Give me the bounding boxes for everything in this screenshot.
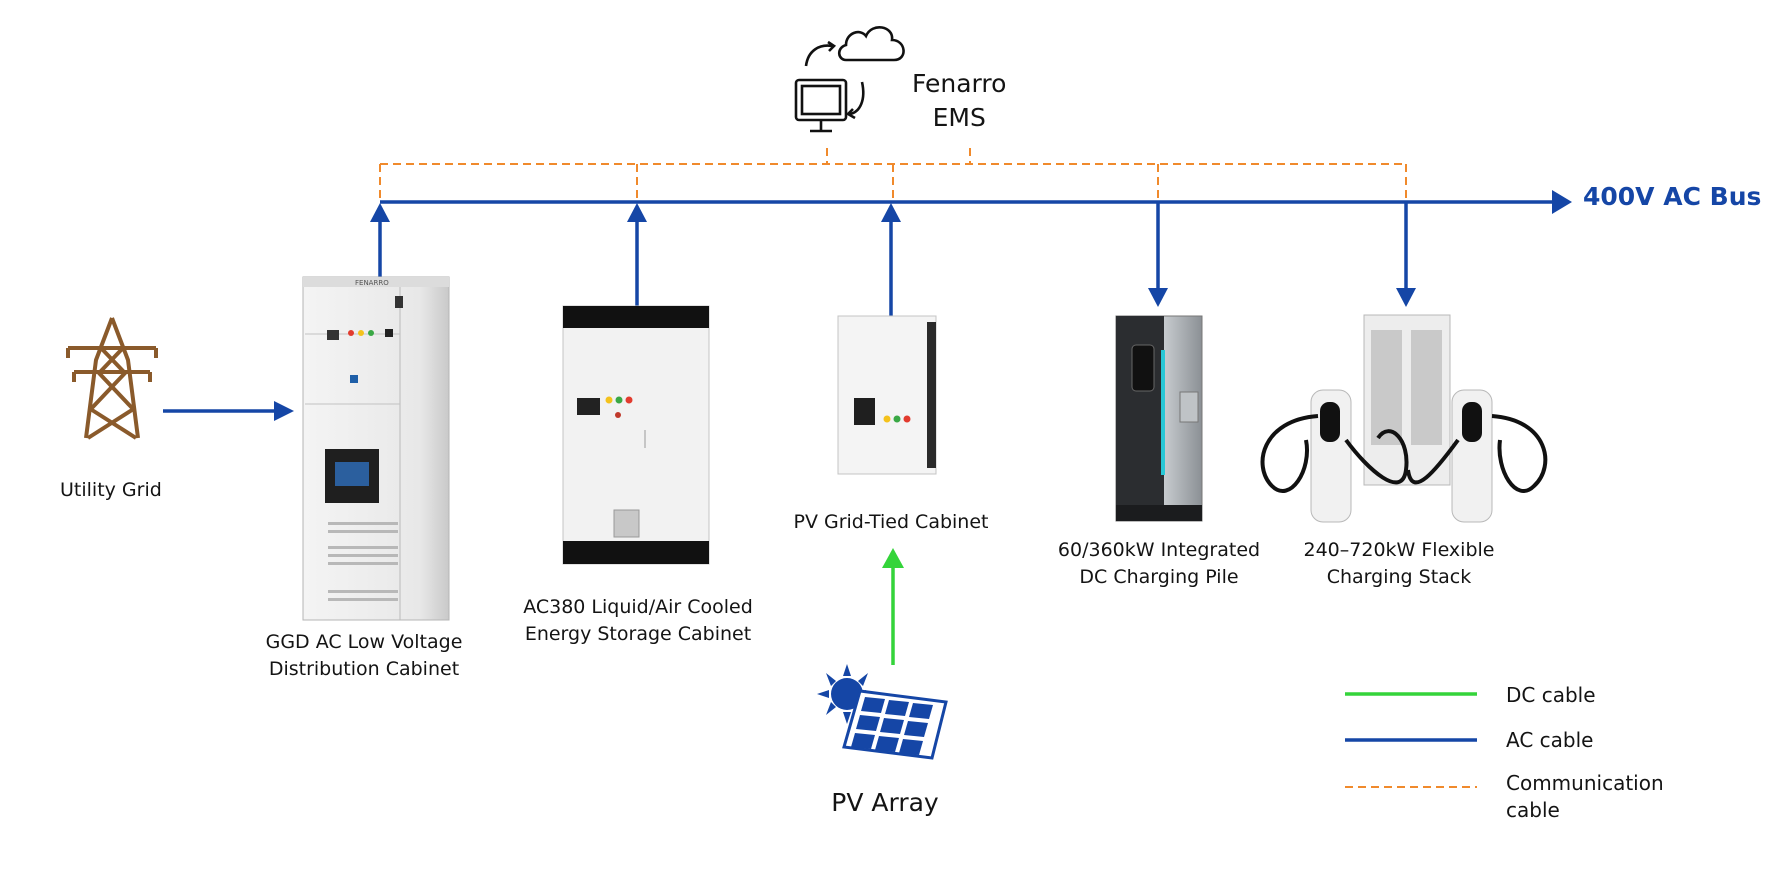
storage-label-line1: AC380 Liquid/Air Cooled [523, 596, 753, 618]
charging-stack-image [1260, 314, 1548, 523]
pv-cabinet-label: PV Grid-Tied Cabinet [793, 511, 989, 533]
utility-grid-label: Utility Grid [60, 479, 162, 501]
pv-array-label: PV Array [831, 788, 939, 817]
ac-bus-label: 400V AC Bus [1583, 182, 1762, 211]
ems-label-line1: Fenarro [912, 69, 1007, 98]
ems-brand-text: FENARRO [355, 279, 389, 287]
dc-pile-label-line2: DC Charging Pile [1079, 566, 1239, 588]
monitor-icon [794, 78, 848, 133]
dc-cables [882, 548, 904, 665]
communication-cables [379, 148, 1407, 202]
energy-storage-cabinet-image [562, 305, 710, 565]
dc-pile-label: 60/360kW Integrated DC Charging Pile [1048, 537, 1270, 591]
transmission-tower-icon [66, 317, 158, 440]
stack-label-line2: Charging Stack [1326, 566, 1472, 588]
legend-comm-label: Communication cable [1506, 770, 1664, 824]
sun-icon [817, 664, 877, 724]
charger-post-right [1406, 389, 1548, 523]
ac-cables [163, 190, 1572, 421]
solar-panel-icon [842, 689, 948, 760]
stack-label-line1: 240–720kW Flexible [1303, 539, 1495, 561]
pv-array-icon [817, 664, 948, 760]
ggd-cabinet-image: FENARRO [302, 276, 450, 621]
charger-post-left [1260, 389, 1409, 523]
ggd-label-line1: GGD AC Low Voltage [265, 631, 463, 653]
ems-label-line2: EMS [932, 103, 986, 132]
dc-pile-label-line1: 60/360kW Integrated [1057, 539, 1261, 561]
legend [1345, 692, 1477, 788]
ems-icon [794, 26, 905, 133]
sync-arrow-icon [804, 44, 833, 67]
legend-comm-line2: cable [1506, 798, 1560, 822]
cloud-icon [837, 26, 905, 62]
dc-charging-pile-image [1115, 315, 1203, 522]
ggd-cabinet-label: GGD AC Low Voltage Distribution Cabinet [252, 629, 476, 683]
pv-grid-tied-cabinet-image [837, 315, 937, 475]
legend-ac-label: AC cable [1506, 728, 1594, 752]
ggd-label-line2: Distribution Cabinet [268, 658, 460, 680]
sync-arrow-icon-2 [849, 81, 865, 116]
storage-cabinet-label: AC380 Liquid/Air Cooled Energy Storage C… [512, 594, 764, 648]
legend-comm-line1: Communication [1506, 771, 1664, 795]
legend-dc-label: DC cable [1506, 683, 1596, 707]
ems-label: Fenarro EMS [912, 67, 1006, 135]
charging-stack-label: 240–720kW Flexible Charging Stack [1296, 537, 1502, 591]
storage-label-line2: Energy Storage Cabinet [524, 623, 752, 645]
ac-bus-arrowhead [1552, 190, 1572, 214]
